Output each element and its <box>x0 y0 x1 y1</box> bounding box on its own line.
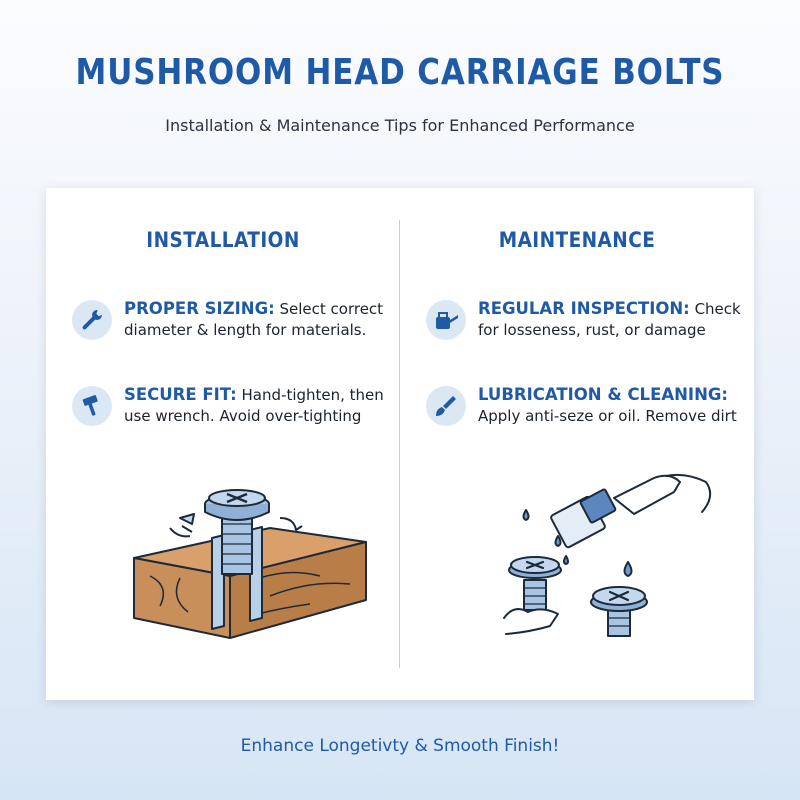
bolt-lubrication-illustration <box>503 473 712 637</box>
installation-heading: INSTALLATION <box>146 228 300 252</box>
page-subtitle: Installation & Maintenance Tips for Enha… <box>165 116 635 135</box>
tips-card: INSTALLATION PROPER SIZING: Select corre… <box>46 188 754 700</box>
oil-can-icon <box>426 300 466 340</box>
footer-tagline: Enhance Longetivty & Smooth Finish! <box>240 736 560 756</box>
wrench-icon <box>72 300 112 340</box>
column-divider <box>399 220 400 668</box>
bolt-in-wood-illustration <box>133 489 367 639</box>
tip-label: REGULAR INSPECTION: <box>478 299 690 318</box>
tip-label: LUBRICATION & CLEANING: <box>478 385 729 404</box>
maintenance-column: MAINTENANCE REGULAR INSPECTION: Check fo… <box>400 188 754 700</box>
tip-label: SECURE FIT: <box>124 385 237 404</box>
maintenance-heading: MAINTENANCE <box>498 228 656 252</box>
tip-text: Check for losseness, rust, or damage <box>478 300 741 339</box>
tip-label: PROPER SIZING: <box>124 299 275 318</box>
tip-text: Hand-tighten, then use wrench. Avoid ove… <box>124 386 384 425</box>
tip-text: Apply anti-seze or oil. Remove dirt <box>478 407 737 425</box>
page-title: MUSHROOM HEAD CARRIAGE BOLTS <box>75 52 725 93</box>
tip-text: Select correct diameter & length for mat… <box>124 300 384 339</box>
brush-icon <box>426 386 466 426</box>
hammer-icon <box>72 386 112 426</box>
installation-column: INSTALLATION PROPER SIZING: Select corre… <box>46 188 400 700</box>
